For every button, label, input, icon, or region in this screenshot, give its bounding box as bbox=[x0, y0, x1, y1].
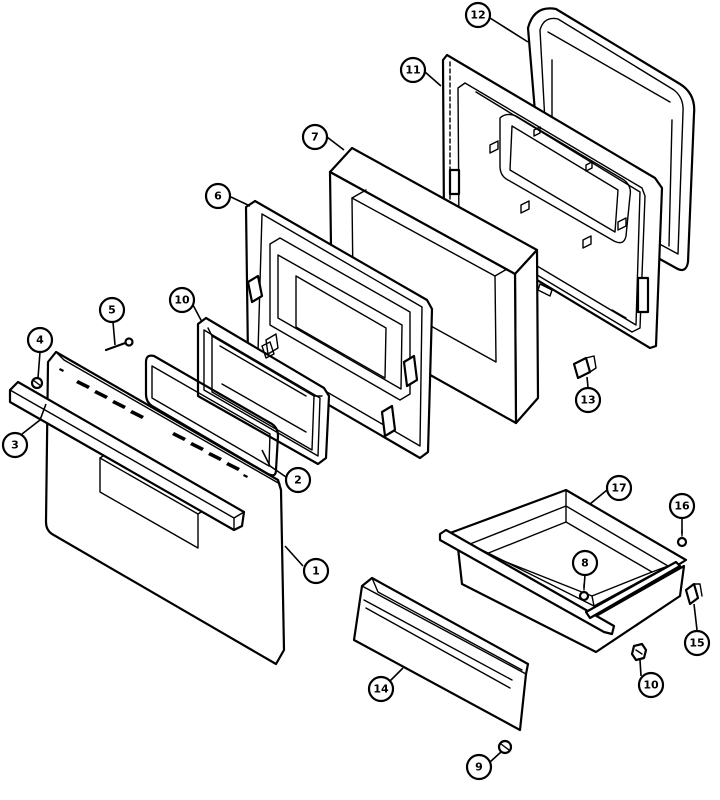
part-14-drawer-front bbox=[352, 576, 530, 732]
part-9-screw bbox=[497, 739, 513, 755]
part-15-drawer-stop bbox=[684, 582, 703, 606]
leader-lines bbox=[21, 17, 698, 763]
svg-text:10: 10 bbox=[174, 294, 190, 307]
svg-text:6: 6 bbox=[214, 190, 222, 203]
callout-10-upper: 10 bbox=[168, 286, 196, 314]
callout-5: 5 bbox=[98, 296, 126, 324]
part-8-screw bbox=[578, 583, 590, 602]
svg-text:2: 2 bbox=[294, 474, 302, 487]
callout-10-lower: 10 bbox=[637, 671, 665, 699]
svg-text:7: 7 bbox=[311, 131, 319, 144]
part-13-clip bbox=[572, 355, 597, 380]
svg-text:5: 5 bbox=[108, 304, 116, 317]
part-11-inner-door-panel bbox=[441, 53, 664, 350]
svg-text:3: 3 bbox=[11, 439, 19, 452]
callout-16: 16 bbox=[668, 492, 696, 520]
callout-2: 2 bbox=[284, 466, 312, 494]
callout-17: 17 bbox=[605, 474, 633, 502]
callout-14: 14 bbox=[367, 675, 395, 703]
part-12-door-gasket bbox=[526, 7, 696, 272]
svg-text:1: 1 bbox=[312, 565, 320, 578]
svg-text:15: 15 bbox=[689, 637, 704, 650]
svg-text:9: 9 bbox=[475, 761, 483, 774]
part-1-outer-door bbox=[44, 350, 286, 666]
part-10-nut bbox=[630, 642, 648, 662]
part-4-screw bbox=[30, 376, 44, 390]
callout-8: 8 bbox=[571, 549, 599, 577]
callout-11: 11 bbox=[399, 56, 427, 84]
part-10-window-glass-pack bbox=[196, 316, 331, 466]
part-3-door-handle bbox=[8, 380, 246, 532]
svg-text:11: 11 bbox=[405, 64, 420, 77]
svg-text:8: 8 bbox=[581, 557, 589, 570]
callout-15: 15 bbox=[683, 629, 711, 657]
svg-text:16: 16 bbox=[674, 500, 690, 513]
part-5-pin bbox=[104, 337, 134, 352]
part-17-drawer-tub bbox=[438, 488, 688, 654]
svg-text:13: 13 bbox=[580, 394, 595, 407]
callout-13: 13 bbox=[574, 386, 602, 414]
svg-text:10: 10 bbox=[643, 679, 659, 692]
svg-text:4: 4 bbox=[36, 334, 44, 347]
callout-6: 6 bbox=[204, 182, 232, 210]
callout-9: 9 bbox=[465, 753, 493, 781]
callout-3: 3 bbox=[1, 431, 29, 459]
callout-12: 12 bbox=[464, 1, 492, 29]
callout-1: 1 bbox=[302, 557, 330, 585]
svg-text:12: 12 bbox=[470, 9, 485, 22]
svg-text:14: 14 bbox=[373, 683, 389, 696]
callout-4: 4 bbox=[26, 326, 54, 354]
svg-text:17: 17 bbox=[611, 482, 626, 495]
callout-7: 7 bbox=[301, 123, 329, 151]
